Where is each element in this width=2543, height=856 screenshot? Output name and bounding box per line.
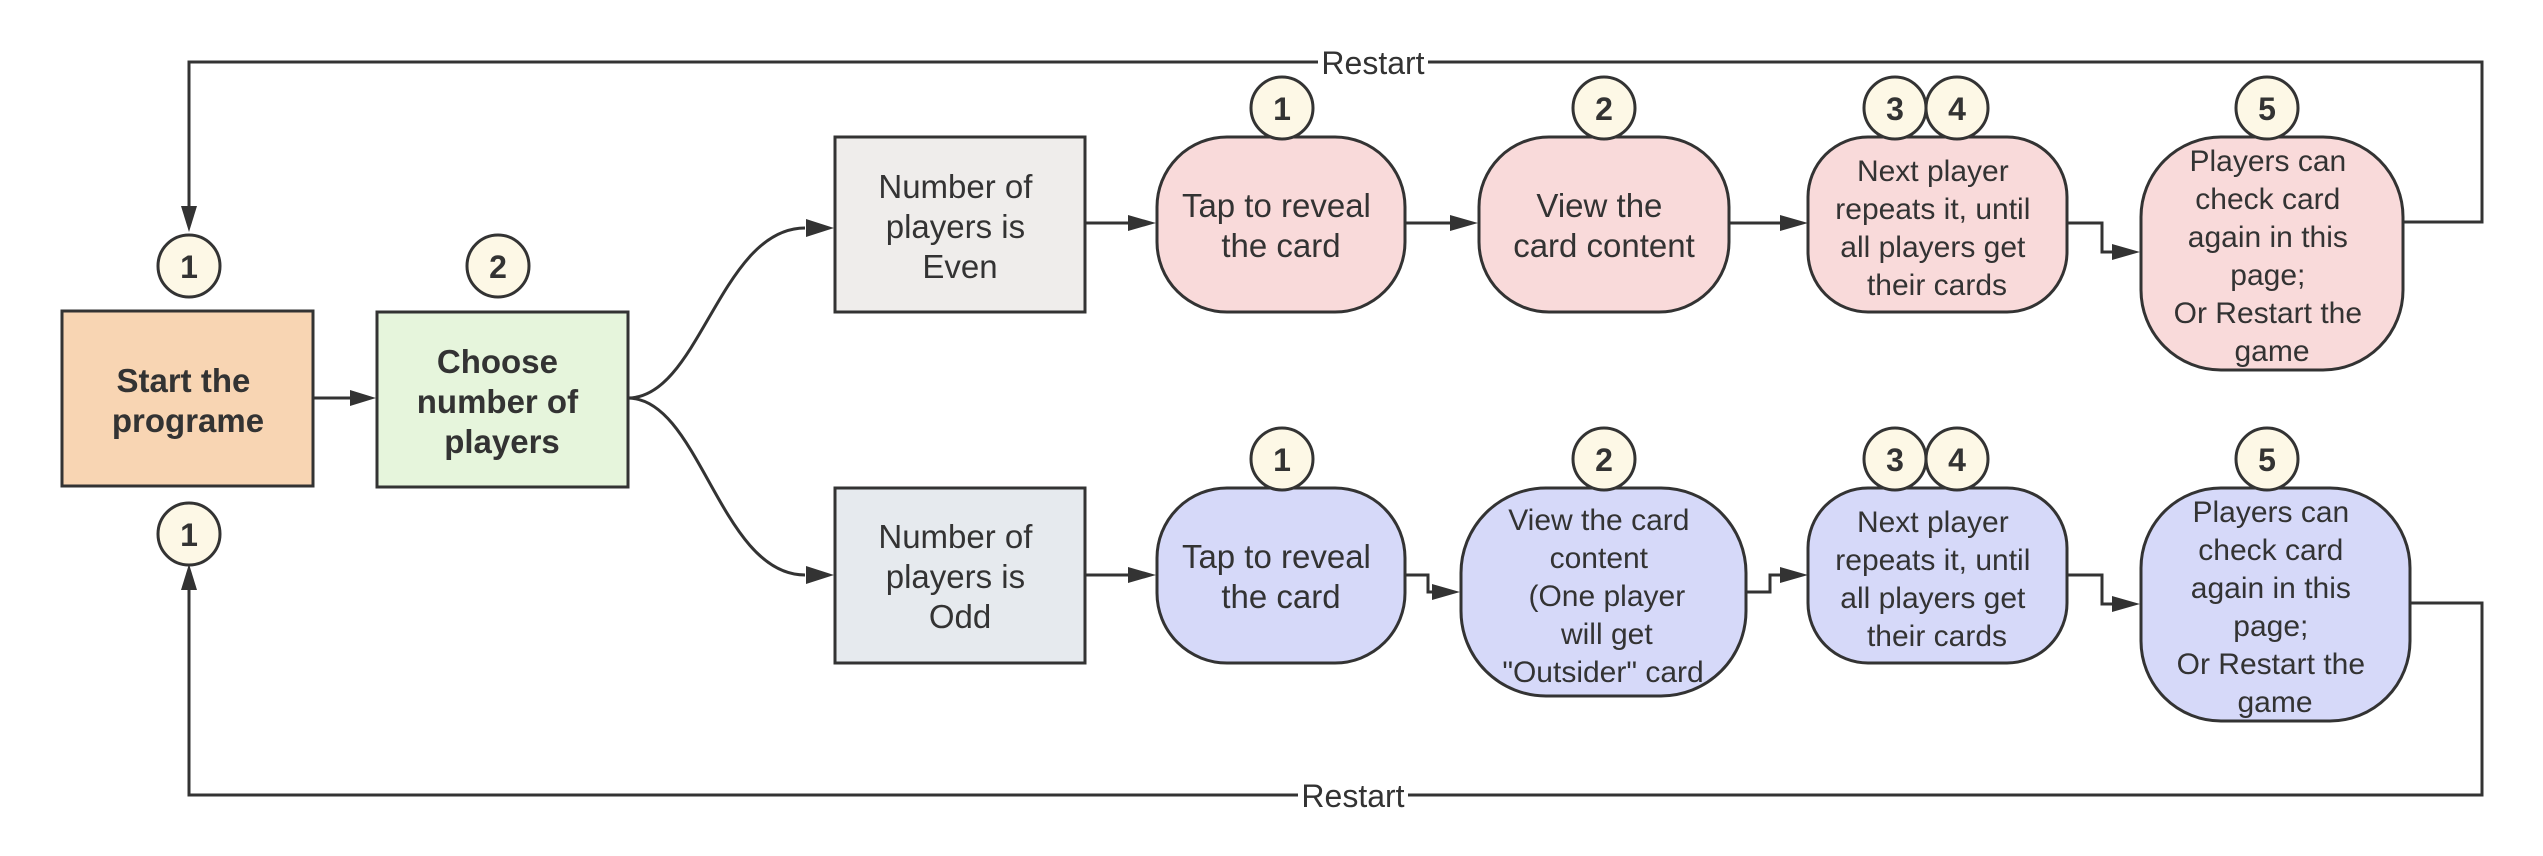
arrowhead-odd-to-tap [1128,567,1156,583]
node-choose-text: Choose number of players [417,343,588,460]
node-even-tap [1155,135,1407,314]
badge-even-check-number: 5 [2258,91,2276,127]
node-even-tap-text: Tap to reveal the card [1182,187,1380,264]
badge-start-bottom [156,501,222,567]
edge-choose-to-odd [627,396,806,577]
badge-even-next-a-number: 3 [1886,91,1904,127]
badge-start-top-number: 1 [180,249,198,285]
edge-restart-bottom [187,575,2484,797]
node-even-next-text: Next player repeats it, until all player… [1835,155,2038,302]
badge-even-tap [1249,75,1315,141]
badge-even-view [1571,75,1637,141]
arrowhead-odd-view-to-next [1780,567,1808,583]
arrowhead-odd-tap-to-view [1432,584,1460,600]
node-start-text: Start the programe [112,362,264,439]
restart-top-label: Restart [1321,45,1424,81]
arrowhead-choose-to-odd [806,566,834,584]
badge-even-next-b-number: 4 [1948,91,1966,127]
badge-even-view-number: 2 [1595,91,1613,127]
badge-odd-check-number: 5 [2258,442,2276,478]
badge-odd-check [2234,426,2300,492]
badge-odd-view-number: 2 [1595,442,1613,478]
restart-top-label-bg [1318,47,1428,79]
edge-even-next-to-check [2067,221,2114,254]
node-odd-text: Number of players is Odd [878,518,1041,635]
arrowhead-even-view-to-next [1780,215,1808,231]
node-even-view [1477,135,1731,314]
node-even-view-text: View the card content [1513,187,1695,264]
node-choose [375,310,630,489]
arrowhead-odd-next-to-check [2112,596,2140,612]
badge-start-top [156,233,222,299]
edge-odd-view-to-next [1746,573,1782,594]
edge-restart-top [187,60,2484,224]
badge-choose [465,233,531,299]
edge-odd-tap-to-view [1405,573,1434,594]
node-odd-next-text: Next player repeats it, until all player… [1835,506,2038,653]
badge-even-tap-number: 1 [1273,91,1291,127]
badge-odd-tap-number: 1 [1273,442,1291,478]
badge-odd-view [1571,426,1637,492]
node-even-check-text: Players can check card again in this pag… [2174,145,2371,368]
node-start [60,309,315,488]
node-even [833,135,1087,314]
badge-odd-tap [1249,426,1315,492]
node-even-text: Number of players is Even [878,168,1041,285]
node-odd-next [1806,486,2069,665]
node-odd-check-text: Players can check card again in this pag… [2177,496,2374,719]
badge-even-check [2234,75,2300,141]
edge-odd-next-to-check [2067,573,2114,606]
badge-choose-number: 2 [489,249,507,285]
node-even-next [1806,135,2069,314]
arrowhead-restart-bottom [181,564,197,590]
restart-bottom-label-bg [1298,780,1408,812]
arrowhead-even-to-tap [1128,215,1156,231]
node-odd-tap [1155,486,1407,665]
restart-bottom-label: Restart [1301,778,1404,814]
node-odd-tap-text: Tap to reveal the card [1182,538,1380,615]
arrowhead-even-tap-to-view [1450,215,1478,231]
arrowhead-choose-to-even [806,219,834,237]
node-odd-view-text: View the card content (One player will g… [1502,504,1703,689]
badge-even-next-b [1924,75,1990,141]
arrowhead-restart-top [181,206,197,232]
badge-odd-next-b-number: 4 [1948,442,1966,478]
arrowhead-even-next-to-check [2112,244,2140,260]
badge-odd-next-b [1924,426,1990,492]
badge-odd-next-a-number: 3 [1886,442,1904,478]
edge-choose-to-even [627,226,806,400]
badge-start-bottom-number: 1 [180,517,198,553]
node-odd [833,486,1087,665]
arrowhead-start-to-choose [350,390,376,406]
